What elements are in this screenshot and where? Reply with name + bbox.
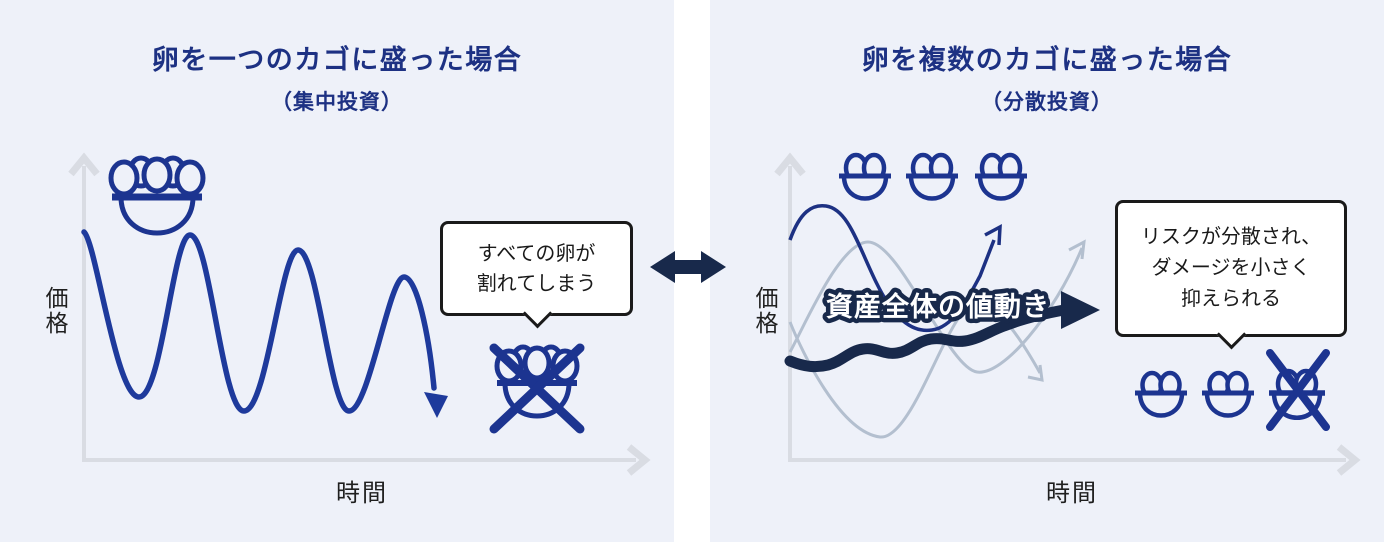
egg-basket-icon bbox=[108, 155, 206, 236]
panel-subtitle-diversified: （分散投資） bbox=[981, 91, 1113, 114]
right-arrowhead-icon bbox=[1061, 291, 1100, 329]
chart-axes bbox=[774, 152, 1361, 476]
bubble-text-line: 抑えられる bbox=[1181, 288, 1281, 310]
crossed-small-egg-basket-icon bbox=[1266, 349, 1330, 431]
up-arrowhead-icon bbox=[1068, 239, 1086, 260]
overall-movement-label: 資産全体の値動き bbox=[826, 291, 1050, 322]
down-arrowhead-icon bbox=[424, 392, 448, 418]
bubble-text-line: すべての卵が bbox=[477, 242, 596, 265]
panel-title-diversified: 卵を複数のカゴに盛った場合 bbox=[861, 45, 1233, 75]
small-egg-basket-icon bbox=[1202, 370, 1254, 418]
single-asset-price-line bbox=[81, 229, 448, 418]
panel-concentrated: 卵を一つのカゴに盛った場合 （集中投資） bbox=[0, 0, 674, 542]
small-egg-basket-icon bbox=[1135, 370, 1187, 418]
speech-bubble-diversified: リスクが分散され、 ダメージを小さく 抑えられる bbox=[1115, 200, 1347, 337]
bubble-text-line: ダメージを小さく bbox=[1151, 257, 1311, 279]
asset-line-gray-up bbox=[788, 239, 1086, 374]
small-egg-basket-icon bbox=[839, 152, 891, 201]
x-axis-label: 時間 bbox=[1046, 480, 1098, 507]
cross-mark-icon bbox=[489, 343, 585, 434]
y-axis-label: 価格 bbox=[45, 285, 69, 336]
overall-asset-line bbox=[784, 291, 1100, 373]
up-arrowhead-icon bbox=[984, 223, 1002, 246]
panel-title-concentrated: 卵を一つのカゴに盛った場合 bbox=[151, 45, 523, 75]
y-axis-label: 価格 bbox=[755, 285, 779, 336]
y-axis-arrow-icon bbox=[774, 152, 806, 177]
small-egg-basket-icon bbox=[975, 152, 1027, 201]
asset-line-navy bbox=[788, 203, 1002, 333]
chart-axes bbox=[68, 152, 651, 476]
speech-bubble-concentrated: すべての卵が 割れてしまう bbox=[440, 221, 633, 316]
double-arrow-icon bbox=[650, 251, 726, 283]
x-axis-arrow-icon bbox=[1336, 444, 1361, 476]
x-axis-arrow-icon bbox=[626, 444, 651, 476]
panel-subtitle-concentrated: （集中投資） bbox=[271, 91, 403, 114]
down-arrowhead-icon bbox=[1027, 364, 1044, 382]
price-chart-diversified: 資産全体の値動き bbox=[774, 152, 1361, 476]
small-egg-basket-icon bbox=[906, 152, 958, 201]
cross-mark-icon bbox=[1266, 349, 1330, 431]
bubble-text-line: 割れてしまう bbox=[476, 272, 597, 295]
panel-diversified: 卵を複数のカゴに盛った場合 （分散投資） bbox=[710, 0, 1384, 542]
bubble-text-line: リスクが分散され、 bbox=[1140, 226, 1322, 248]
price-chart-concentrated bbox=[68, 152, 651, 476]
y-axis-arrow-icon bbox=[68, 152, 100, 177]
crossed-egg-basket-icon bbox=[489, 343, 585, 434]
x-axis-label: 時間 bbox=[336, 480, 388, 507]
